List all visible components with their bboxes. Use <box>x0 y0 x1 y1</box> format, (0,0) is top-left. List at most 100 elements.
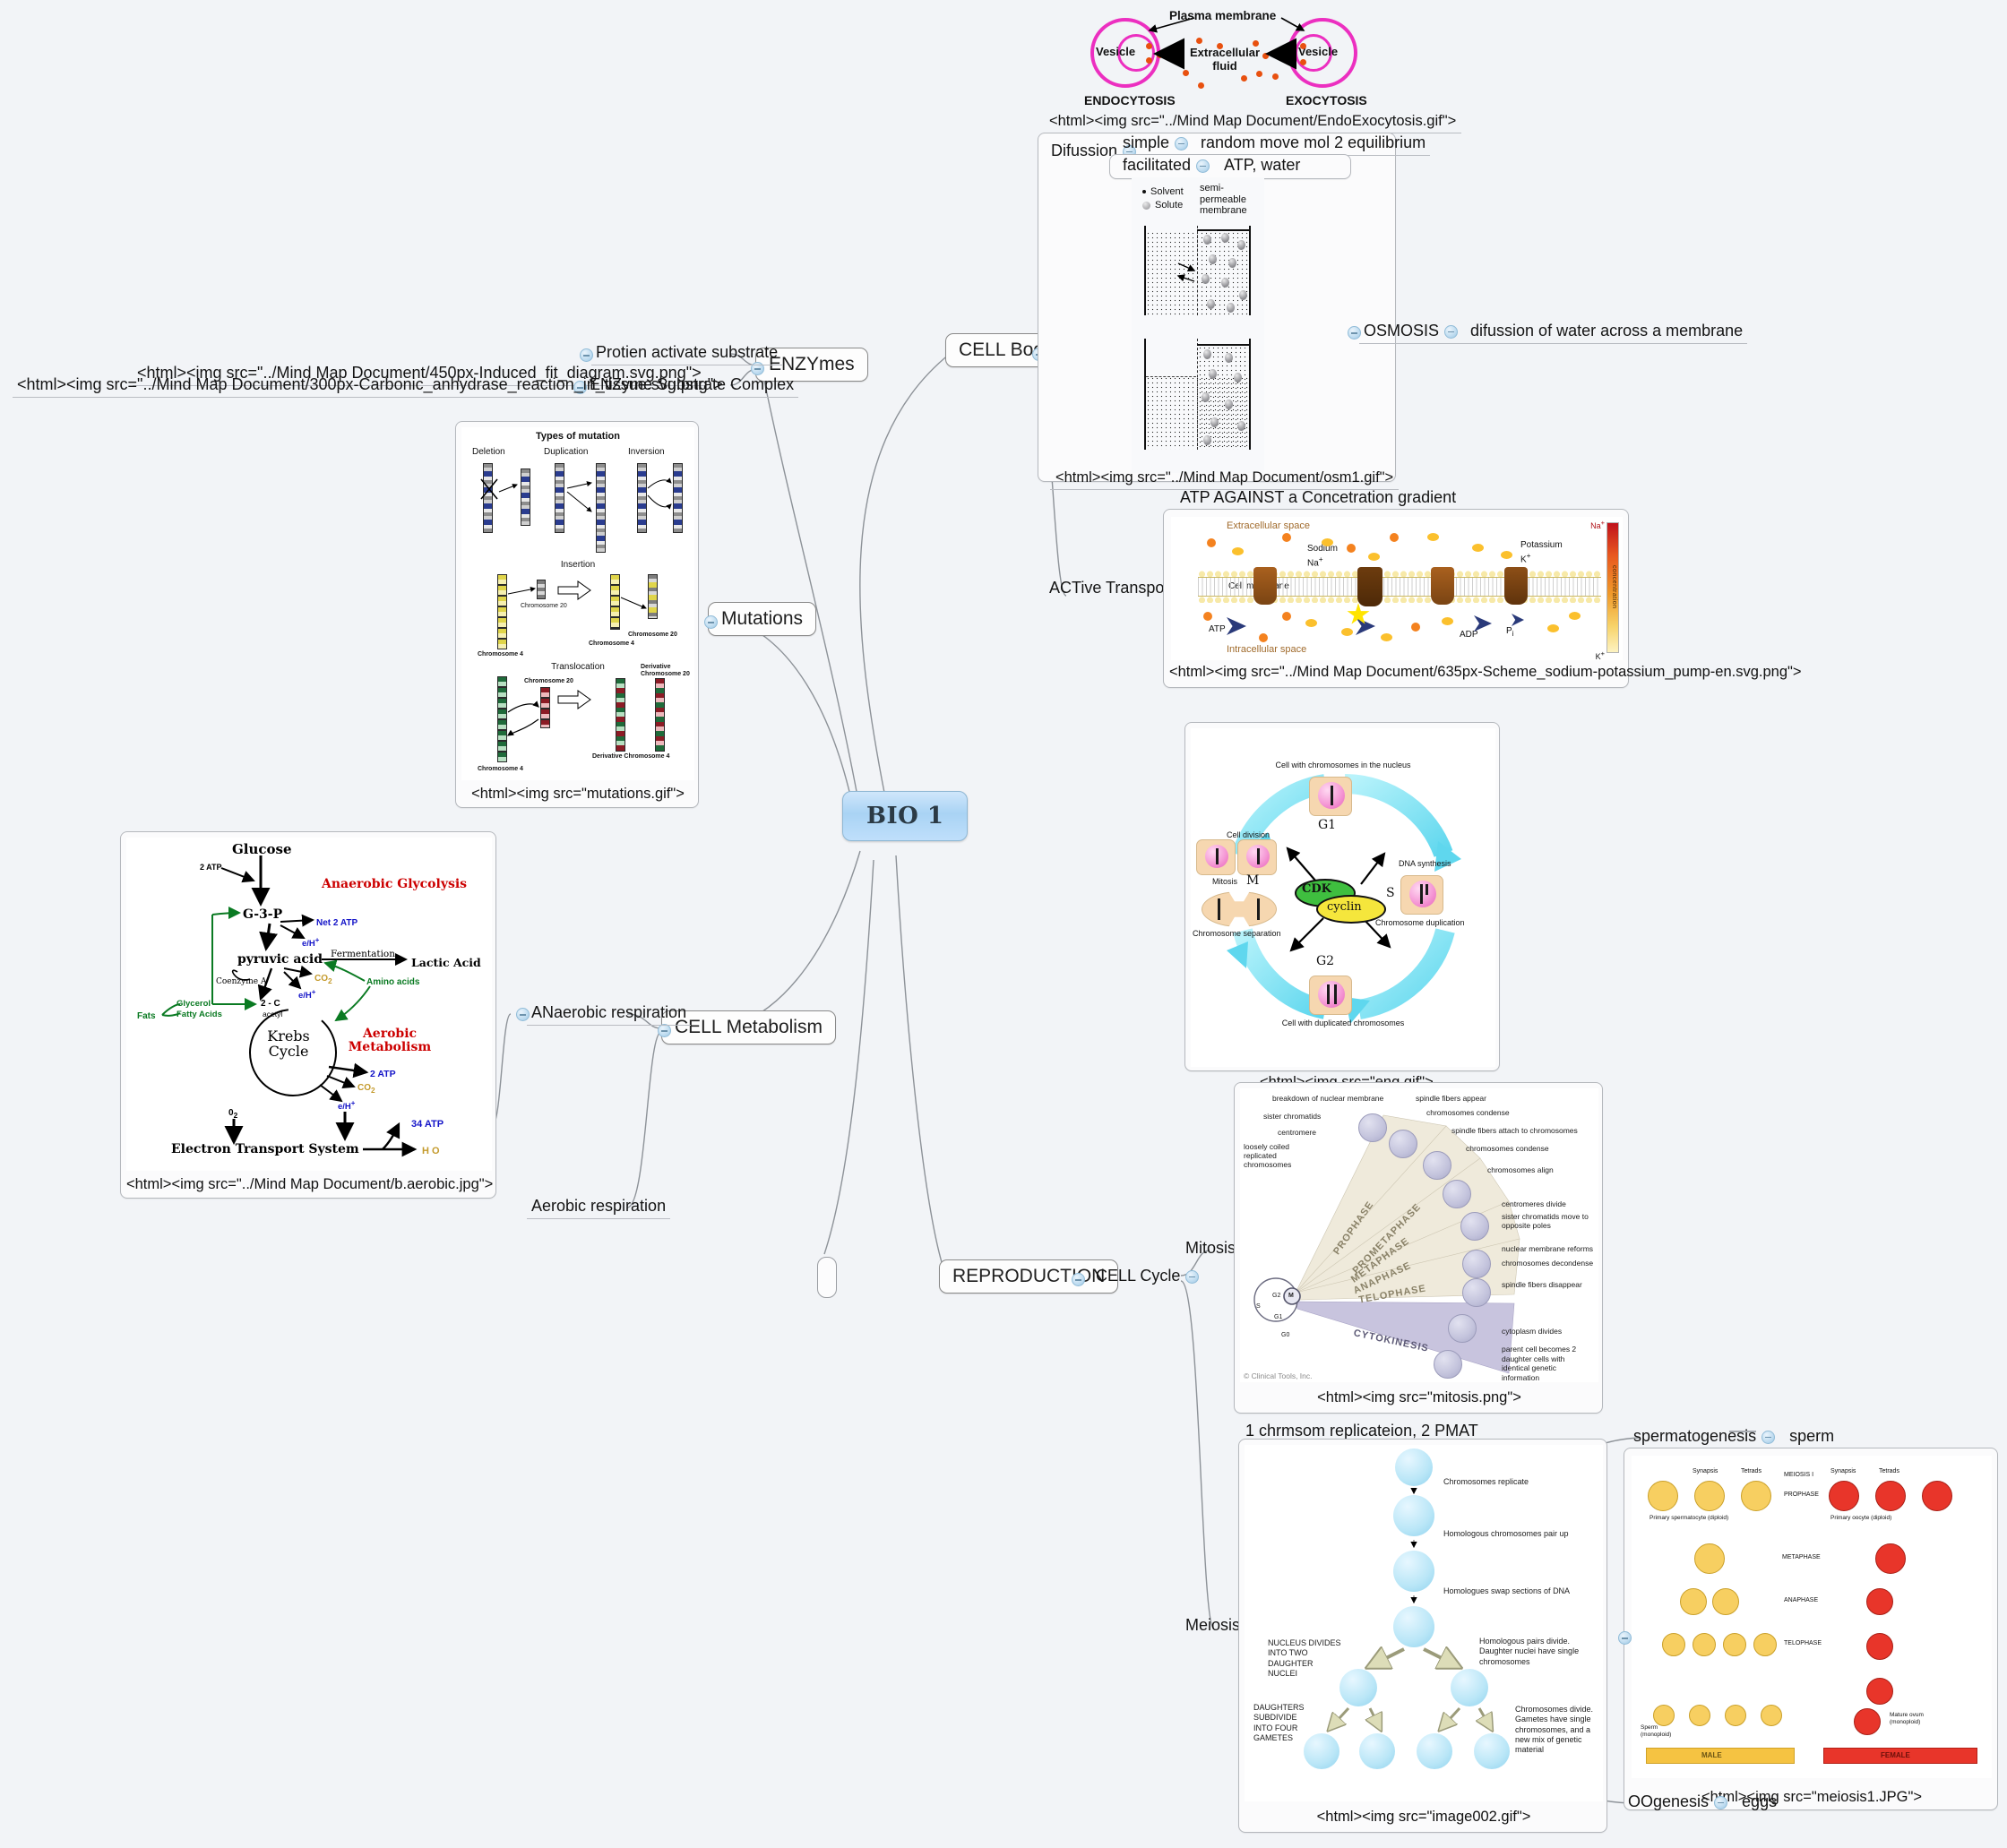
node-anaerobic-respiration[interactable]: ANaerobic respiration <box>527 1002 692 1026</box>
potassium-ion-dot <box>1427 533 1439 541</box>
amino-acids-label: Amino acids <box>366 977 420 987</box>
node-spermatogenesis-detail: sperm <box>1789 1427 1835 1445</box>
mature-ovum-label: Mature ovum (monoploid) <box>1890 1712 1924 1725</box>
chromosome <box>1216 848 1219 864</box>
semipermeable-membrane-label: semi-permeable membrane <box>1200 183 1247 217</box>
meiosis-gamete <box>1417 1733 1452 1769</box>
collapse-bullet-oogenesis[interactable] <box>1714 1795 1728 1809</box>
chromosome-duplication-label: Chromosome duplication <box>1375 918 1465 927</box>
node-diffusion-facilitated-detail: ATP, water <box>1224 156 1301 174</box>
solute-blob <box>1228 258 1236 268</box>
node-mutations[interactable]: Mutations <box>708 602 817 636</box>
meiosis-label-nucleus-divides: NUCLEUS DIVIDES INTO TWO DAUGHTER NUCLEI <box>1268 1638 1341 1678</box>
chromosome-bar <box>610 574 620 630</box>
solute-blob <box>1221 233 1229 243</box>
solute-blob <box>1202 392 1210 402</box>
cell-division-label: Cell division <box>1227 830 1271 839</box>
mitosis-label-chromatids-move: sister chromatids move to opposite poles <box>1502 1212 1589 1231</box>
collapse-bullet-osmosis[interactable] <box>1444 324 1459 339</box>
pi-label: P <box>1506 626 1512 636</box>
solute-blob <box>1203 235 1211 245</box>
sodium-potassium-pump-image: Extracellular space Intracellular space … <box>1171 517 1623 661</box>
particle-dot <box>1146 43 1152 49</box>
mitosis-cycle-g2: G2 <box>1272 1293 1281 1299</box>
female-band <box>1823 1748 1977 1764</box>
facilitated-box <box>1109 154 1351 179</box>
collapse-bullet-enzyme-substrate[interactable] <box>573 381 587 394</box>
meiosis-cell <box>1393 1606 1434 1647</box>
lipid-head-row-bottom <box>1198 596 1601 603</box>
mitosis-image-box: G2 S G1 G0 M PROPHASE PROMETAPHASE METAP… <box>1234 1082 1603 1414</box>
collapse-bullet-osmosis-left[interactable] <box>1348 326 1361 340</box>
root-node-bio1[interactable]: BIO 1 <box>842 791 969 841</box>
collapse-bullet-simple[interactable] <box>1175 136 1189 150</box>
node-aerobic-respiration[interactable]: Aerobic respiration <box>527 1196 671 1219</box>
sperm-cell <box>1689 1705 1710 1726</box>
translocation-label-derivative20: Derivative Chromosome 20 <box>641 664 690 677</box>
oocyte-cell <box>1875 1481 1906 1511</box>
concentration-scale-label: concentration <box>1611 565 1617 609</box>
spermatocyte-cell <box>1694 1481 1725 1511</box>
sodium-ion-dot <box>1259 633 1268 642</box>
node-reproduction[interactable]: REPRODUCTION <box>939 1259 1119 1294</box>
osmosis-legend: Solvent Solute <box>1142 186 1184 211</box>
collapse-bullet-facilitated[interactable] <box>1196 159 1210 173</box>
male-band-label: MALE <box>1701 1751 1722 1759</box>
solute-blob <box>1209 254 1217 264</box>
particle-dot <box>1241 75 1247 82</box>
collapse-bullet-anaerobic[interactable] <box>516 1008 530 1021</box>
collapse-bullet-spermatogenesis[interactable] <box>1762 1430 1776 1444</box>
chromosome-bar <box>596 463 606 553</box>
potassium-ion-dot <box>1232 547 1244 555</box>
spermatogenesis-image-box: MALE FEMALE Synapsis Tetrads MEIOSIS I S… <box>1624 1448 1998 1810</box>
collapse-bullet-meiosis-right[interactable] <box>1618 1631 1632 1645</box>
node-cell-metabolism[interactable]: CELL Metabolism <box>661 1010 836 1044</box>
collapse-bullet-enzymes[interactable] <box>751 362 764 375</box>
mitosis-cell-ball <box>1448 1314 1477 1343</box>
sodium-ion-label: Na <box>1307 558 1319 569</box>
mitosis-label-daughter-cells: parent cell becomes 2 daughter cells wit… <box>1502 1345 1577 1382</box>
node-cell-cycle[interactable]: CELL Cycle <box>1091 1266 1209 1288</box>
mutations-image-box: Types of mutation Deletion Duplication I… <box>455 421 699 808</box>
extracellular-fluid-label: Extracellular fluid <box>1189 46 1261 73</box>
osmosis-image-caption: <html><img src="../Mind Map Document/osm… <box>1050 468 1400 490</box>
collapse-bullet-cell-metabolism[interactable] <box>658 1024 671 1037</box>
beaker-wall <box>1249 339 1251 450</box>
o2-label: 0 <box>228 1108 234 1118</box>
sodium-ion-dot <box>1411 623 1420 632</box>
mitosis-label-centromeres-divide: centromeres divide <box>1502 1199 1566 1208</box>
ovum-cell <box>1866 1678 1893 1705</box>
mitosis-cell-ball <box>1460 1212 1489 1241</box>
mitosis-credit: Clinical Tools, Inc. <box>1251 1371 1313 1380</box>
sperm-synapsis-label: Synapsis <box>1693 1468 1718 1474</box>
collapsed-empty-node[interactable] <box>817 1257 837 1298</box>
collapse-bullet-protien[interactable] <box>580 348 593 362</box>
mitosis-label-spindle-appear: spindle fibers appear <box>1416 1094 1486 1103</box>
meiosis-image: Chromosomes replicate Homologous chromos… <box>1245 1445 1603 1801</box>
collapse-bullet-mutations[interactable] <box>704 615 718 629</box>
collapse-bullet-cell-cycle[interactable] <box>1185 1269 1200 1284</box>
sodium-ion-dot <box>1390 533 1399 542</box>
mitosis-cycle-g1: G1 <box>1274 1314 1283 1320</box>
spermatid-cell <box>1723 1633 1746 1656</box>
particle-dot <box>1300 43 1306 49</box>
mitosis-label-spindle-disappear: spindle fibers disappear <box>1502 1280 1582 1289</box>
mitosis-label-spindle-attach: spindle fibers attach to chromosomes <box>1451 1126 1578 1135</box>
chromosome-bar <box>483 463 493 533</box>
node-protien-activate-substrate[interactable]: Protien activate substrate <box>591 342 783 365</box>
cyclin-label: cyclin <box>1327 900 1362 914</box>
lipid-tails <box>1198 578 1601 596</box>
coenzyme-a-label: Coenzyme A <box>216 977 267 986</box>
meiosis-gamete <box>1474 1733 1510 1769</box>
collapse-bullet-reproduction[interactable] <box>1072 1273 1085 1286</box>
pump-protein <box>1357 567 1383 606</box>
s-nucleus <box>1409 881 1436 907</box>
dna-synthesis-label: DNA synthesis <box>1399 859 1451 868</box>
solute-dot-icon <box>1142 201 1150 210</box>
fatty-acids-label: Fatty Acids <box>177 1010 222 1019</box>
